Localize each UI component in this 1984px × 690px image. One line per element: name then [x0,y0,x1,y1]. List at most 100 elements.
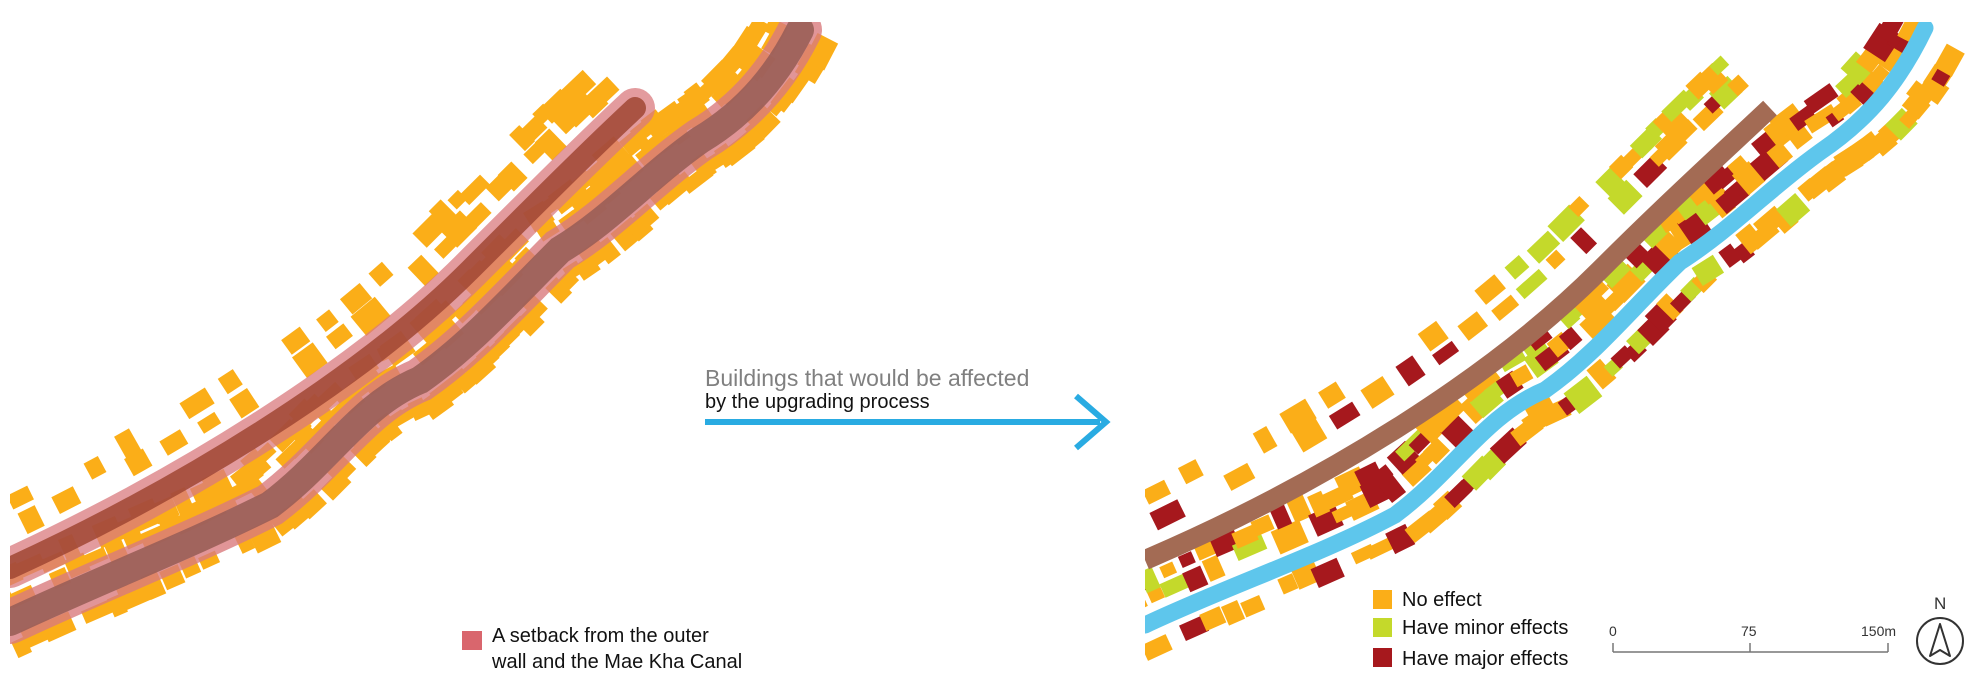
building-footprint [1644,301,1677,334]
building-footprint [509,125,536,152]
right-arrow-icon [705,393,1111,451]
building-footprint [1855,131,1885,161]
effect-legend: No effect Have minor effects Have major … [1373,589,1568,670]
building-footprint [1769,103,1807,139]
setback-legend-swatch [462,631,482,650]
building-footprint [17,505,45,535]
building-footprint [1595,167,1626,198]
building-footprint [1177,551,1196,569]
building-footprint [803,32,839,71]
building-footprint [1201,554,1226,582]
legend-label-minor: Have minor effects [1402,617,1568,639]
building-footprint [560,69,597,106]
building-footprint [1182,565,1209,593]
building-footprint [1545,249,1566,270]
building-footprint [1933,43,1965,77]
right-buildings [1106,22,1965,661]
building-footprint [1440,414,1475,450]
building-footprint [1307,490,1331,518]
building-footprint [497,161,528,192]
building-footprint [677,90,702,117]
building-footprint [1220,600,1246,626]
building-footprint [534,128,567,161]
building-footprint [1145,588,1148,614]
building-footprint [1432,490,1463,520]
legend-swatch-minor [1373,618,1392,637]
building-footprint [1696,63,1729,95]
building-footprint [1877,118,1906,146]
building-footprint [1318,381,1346,409]
building-footprint [1423,437,1451,465]
building-footprint [327,456,357,486]
building-footprint [1901,91,1931,120]
building-footprint [51,486,82,515]
building-footprint [1223,462,1256,491]
building-footprint [747,22,769,40]
building-footprint [1504,255,1530,280]
right-map-panel [1106,22,1965,661]
building-footprint [1709,55,1730,76]
scale-bar: 0 75 150m [1609,623,1896,653]
building-footprint [1159,573,1191,598]
building-footprint [1563,375,1603,414]
north-label: N [1934,594,1946,613]
setback-zone-canal [10,22,822,644]
building-footprint [1869,127,1898,157]
building-footprint [0,575,8,601]
building-footprint [1727,74,1749,97]
building-footprint [1279,398,1317,434]
building-footprint [291,342,328,378]
setback-legend-line2: wall and the Mae Kha Canal [491,651,742,673]
legend-swatch-major [1373,648,1392,667]
building-footprint [1668,118,1698,149]
building-footprint [1645,118,1667,140]
building-footprint [1570,227,1598,255]
building-footprint [1106,492,1134,521]
building-footprint [1515,268,1548,300]
building-footprint [1360,376,1395,409]
building-footprint [1457,311,1489,341]
building-footprint [1177,459,1204,485]
building-footprint [1145,479,1171,505]
building-footprint [1906,80,1936,109]
building-footprint [1691,254,1725,286]
building-footprint [1432,340,1460,366]
building-footprint [10,485,34,510]
building-footprint [1814,161,1847,193]
building-footprint [585,76,620,110]
building-footprint [1194,540,1218,561]
building-footprint [1149,499,1186,531]
building-footprint [1607,179,1643,215]
building-footprint [1884,22,1904,31]
building-footprint [1474,274,1506,305]
building-footprint [1603,260,1631,289]
setback-legend-line1: A setback from the outer [492,625,709,647]
building-footprint [1586,358,1617,390]
legend-label-major: Have major effects [1402,648,1568,670]
building-footprint [1240,594,1266,618]
building-footprint [1789,105,1817,131]
building-footprint [159,429,189,456]
building-footprint [1840,51,1875,86]
scale-label-0: 0 [1609,623,1617,639]
scale-label-75: 75 [1741,623,1757,639]
legend-label-no-effect: No effect [1402,589,1482,611]
mae-kha-canal [1145,22,1934,634]
building-footprint [1395,355,1426,387]
building-footprint [1120,522,1143,542]
building-footprint [83,455,107,480]
building-footprint [1656,293,1684,321]
legend-swatch-no-effect [1373,590,1392,609]
setback-zone-upper [10,88,655,588]
building-footprint [1145,570,1147,603]
building-footprint [1252,426,1278,454]
north-arrow-icon: N [1916,594,1964,665]
building-footprint [1581,276,1610,305]
arrow-caption-line1: Buildings that would be affected [705,365,1029,391]
building-footprint [1509,364,1534,388]
building-footprint [197,411,222,434]
building-footprint [281,326,311,355]
building-footprint [326,323,353,350]
building-footprint [179,387,215,420]
